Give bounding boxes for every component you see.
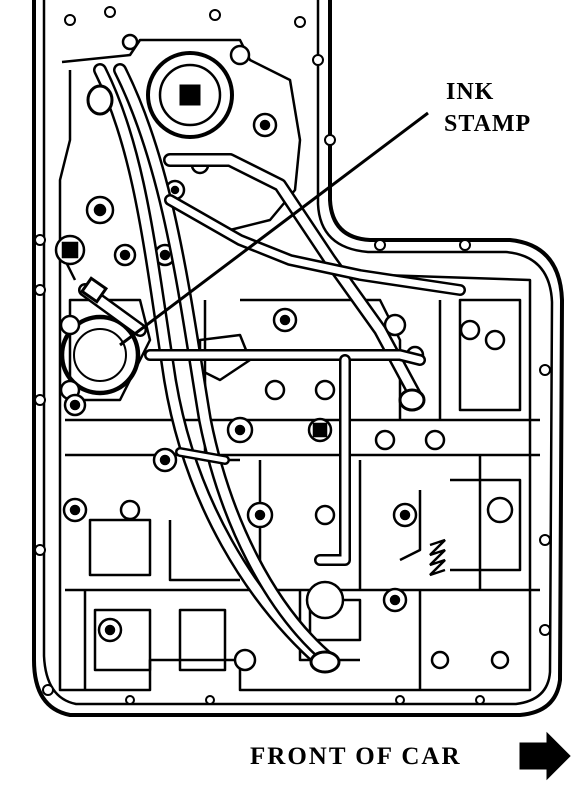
case-bolt-holes [34,6,551,705]
callout-leader-line [119,111,429,347]
case-outline [32,0,564,717]
oil-tubes [78,63,466,672]
tube-fittings [79,84,426,674]
callout-label-ink: INK [446,79,494,105]
spring-detail [429,538,446,577]
front-of-car-label: FRONT OF CAR [250,743,462,770]
ink-stamp-callout: INK STAMP [119,79,531,347]
accumulator-bore [146,51,234,139]
ink-stamp-port [59,314,141,396]
callout-label-stamp: STAMP [444,111,531,137]
front-direction-indicator: FRONT OF CAR [250,731,571,781]
right-arrow-icon [519,731,571,781]
